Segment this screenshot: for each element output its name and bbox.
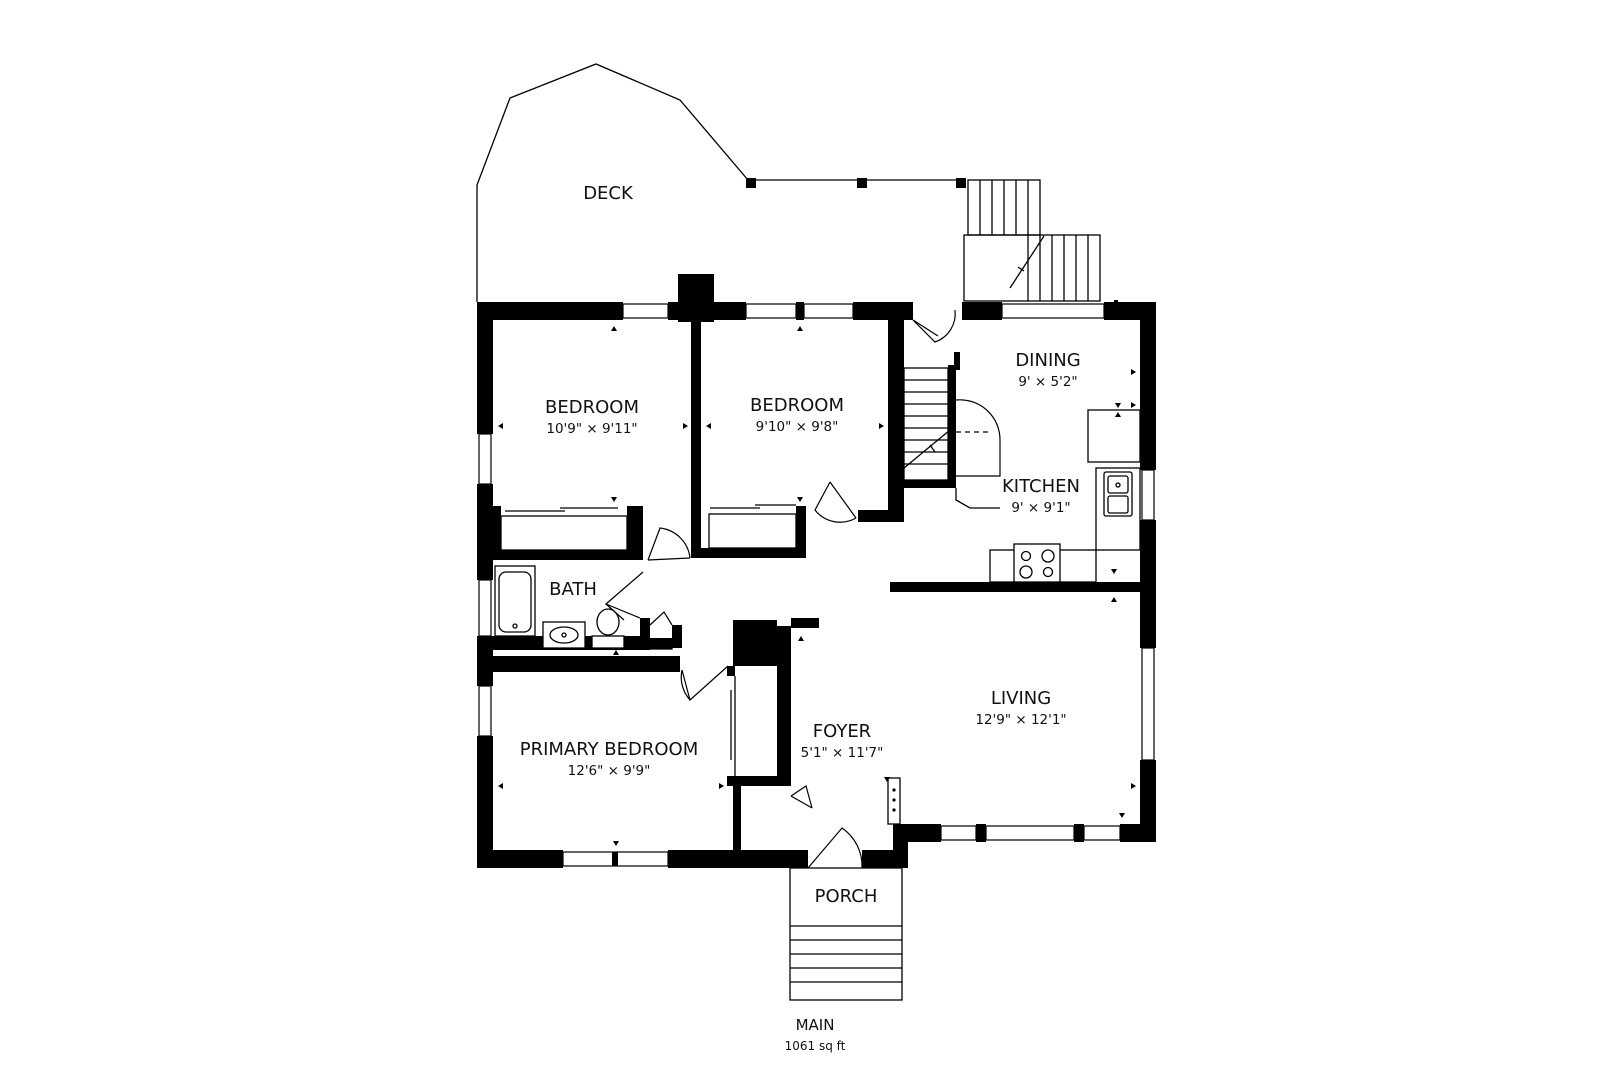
deck-label: DECK	[583, 183, 634, 204]
windows	[478, 303, 1155, 867]
porch	[789, 867, 903, 1001]
dimension-markers	[498, 326, 1136, 846]
bath-label: BATH	[549, 579, 597, 600]
interior-stairs	[903, 352, 1000, 509]
doors	[604, 309, 1001, 869]
floor-name: MAIN	[796, 1016, 835, 1034]
bedroom-2-dims: 9'10" × 9'8"	[756, 419, 839, 435]
kitchen-dims: 9' × 9'1"	[1011, 500, 1070, 516]
living-label: LIVING	[991, 688, 1051, 709]
room-labels: DECK BEDROOM 10'9" × 9'11" BEDROOM 9'10"…	[520, 183, 1081, 907]
interior-walls	[493, 300, 1140, 856]
dining-dims: 9' × 5'2"	[1018, 374, 1077, 390]
stove	[1013, 543, 1061, 583]
foyer-dims: 5'1" × 11'7"	[801, 745, 884, 761]
bedroom-1-dims: 10'9" × 9'11"	[546, 421, 637, 437]
refrigerator	[1087, 409, 1141, 463]
kitchen-fixtures	[989, 409, 1141, 583]
deck-outline	[476, 63, 965, 302]
bedroom-1-label: BEDROOM	[545, 397, 639, 418]
electrical-panel	[887, 777, 901, 825]
toilet-bowl	[596, 608, 620, 636]
dining-label: DINING	[1015, 350, 1080, 371]
floor-summary: MAIN 1061 sq ft	[785, 1016, 846, 1053]
primary-bedroom-dims: 12'6" × 9'9"	[568, 763, 651, 779]
foyer-label: FOYER	[813, 721, 871, 742]
living-dims: 12'9" × 12'1"	[975, 712, 1066, 728]
porch-label: PORCH	[815, 886, 878, 907]
floor-area: 1061 sq ft	[785, 1039, 846, 1053]
bedroom-2-label: BEDROOM	[750, 395, 844, 416]
kitchen-label: KITCHEN	[1002, 476, 1080, 497]
rear-stairs	[963, 179, 1101, 302]
burner	[1042, 566, 1054, 578]
toilet-tank	[591, 635, 625, 649]
window-mullions	[612, 826, 984, 866]
burner	[1020, 550, 1032, 562]
burner	[1019, 565, 1033, 579]
deck-posts	[746, 178, 966, 188]
bath-fixtures	[494, 565, 625, 649]
closet-details	[500, 504, 797, 776]
burner	[1041, 549, 1055, 563]
exterior-walls	[477, 302, 1156, 868]
primary-bedroom-label: PRIMARY BEDROOM	[520, 739, 699, 760]
